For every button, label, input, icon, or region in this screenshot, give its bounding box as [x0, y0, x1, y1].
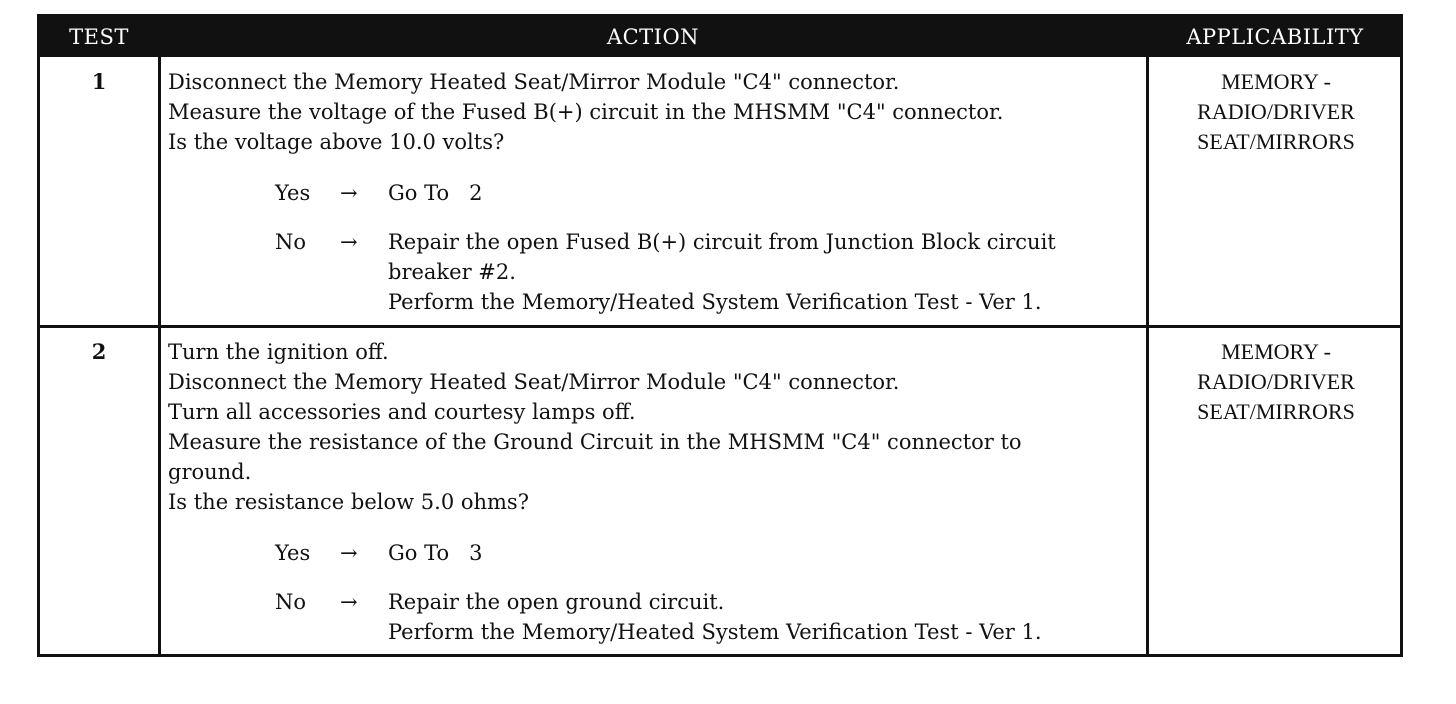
applicability-cell: MEMORY - RADIO/DRIVER SEAT/MIRRORS — [1149, 67, 1403, 157]
no-result: Repair the open Fused B(+) circuit from … — [388, 227, 1140, 317]
arrow-right-icon: → — [340, 590, 358, 614]
column-divider — [158, 57, 161, 654]
applicability-line: SEAT/MIRRORS — [1197, 399, 1355, 424]
action-line: Measure the voltage of the Fused B(+) ci… — [168, 100, 1004, 124]
no-label: No — [275, 590, 307, 614]
test-number: 2 — [91, 339, 107, 364]
action-text: Turn the ignition off. Disconnect the Me… — [168, 337, 1140, 517]
no-result-line: Repair the open Fused B(+) circuit from … — [388, 230, 1056, 254]
yes-label: Yes — [275, 181, 311, 205]
header-action: ACTION — [606, 25, 700, 49]
test-number: 1 — [91, 69, 107, 94]
table-header: TEST ACTION APPLICABILITY — [40, 17, 1400, 57]
applicability-line: RADIO/DRIVER — [1197, 369, 1355, 394]
no-result-line: breaker #2. — [388, 260, 516, 284]
applicability-cell: MEMORY - RADIO/DRIVER SEAT/MIRRORS — [1149, 337, 1403, 427]
no-result-line: Perform the Memory/Heated System Verific… — [388, 620, 1042, 644]
diagnostic-test-table: TEST ACTION APPLICABILITY 1 Disconnect t… — [37, 14, 1403, 657]
applicability-line: MEMORY - — [1221, 69, 1331, 94]
action-line: Turn the ignition off. — [168, 340, 389, 364]
no-result: Repair the open ground circuit. Perform … — [388, 587, 1140, 647]
action-line: Is the voltage above 10.0 volts? — [168, 130, 505, 154]
action-line: ground. — [168, 460, 252, 484]
action-line: Measure the resistance of the Ground Cir… — [168, 430, 1022, 454]
applicability-line: MEMORY - — [1221, 339, 1331, 364]
arrow-right-icon: → — [340, 541, 358, 565]
no-label: No — [275, 230, 307, 254]
applicability-line: SEAT/MIRRORS — [1197, 129, 1355, 154]
action-line: Disconnect the Memory Heated Seat/Mirror… — [168, 370, 900, 394]
action-text: Disconnect the Memory Heated Seat/Mirror… — [168, 67, 1140, 157]
yes-result: Go To 2 — [388, 181, 483, 205]
header-applicability: APPLICABILITY — [1186, 25, 1364, 49]
header-test: TEST — [69, 25, 129, 49]
applicability-line: RADIO/DRIVER — [1197, 99, 1355, 124]
arrow-right-icon: → — [340, 230, 358, 254]
column-divider — [1146, 57, 1149, 654]
yes-result: Go To 3 — [388, 541, 483, 565]
no-result-line: Repair the open ground circuit. — [388, 590, 725, 614]
action-line: Is the resistance below 5.0 ohms? — [168, 490, 529, 514]
yes-label: Yes — [275, 541, 311, 565]
row-divider — [40, 325, 1400, 328]
arrow-right-icon: → — [340, 181, 358, 205]
action-line: Turn all accessories and courtesy lamps … — [168, 400, 636, 424]
no-result-line: Perform the Memory/Heated System Verific… — [388, 290, 1042, 314]
action-line: Disconnect the Memory Heated Seat/Mirror… — [168, 70, 900, 94]
